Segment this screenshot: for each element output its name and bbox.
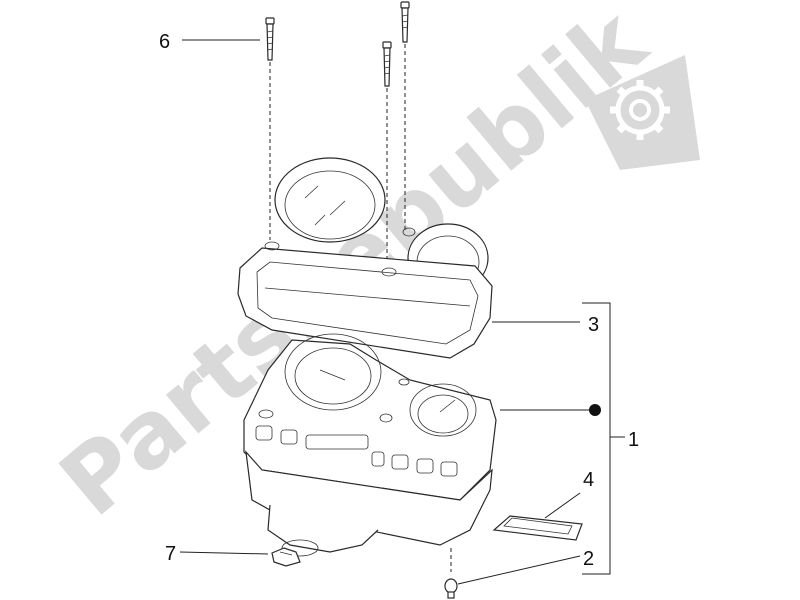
callout-6: 6: [159, 31, 170, 53]
gear-icon: [585, 55, 700, 170]
screw-left[interactable]: [265, 17, 275, 240]
bulb[interactable]: [444, 548, 458, 599]
callout-2: 2: [583, 548, 594, 570]
marker-dot: [589, 404, 601, 416]
callout-7: 7: [165, 543, 176, 565]
screw-middle[interactable]: [382, 41, 392, 270]
rubber-pad[interactable]: [492, 515, 583, 541]
instrument-body[interactable]: [243, 333, 497, 557]
callout-1: 1: [628, 429, 639, 451]
clip-nut[interactable]: [271, 547, 301, 567]
callout-4: 4: [583, 469, 594, 491]
callout-3: 3: [588, 314, 599, 336]
leader-lines: [179, 39, 625, 585]
screw-right[interactable]: [400, 1, 410, 232]
instrument-cover[interactable]: [237, 157, 493, 359]
